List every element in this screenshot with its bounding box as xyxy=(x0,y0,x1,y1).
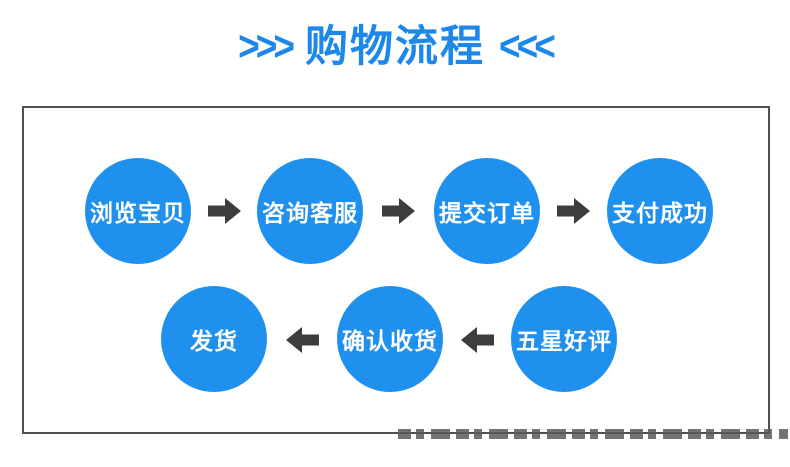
chevrons-left-icon: <<< xyxy=(499,23,556,71)
flow-step-label: 发货 xyxy=(190,328,238,354)
flow-step-five-star-review: 五星好评 xyxy=(511,286,617,392)
title-text: 购物流程 xyxy=(305,23,485,71)
arrow-left-icon xyxy=(461,327,494,353)
flow-step-label: 咨询客服 xyxy=(262,200,358,226)
flow-step-label: 确认收货 xyxy=(342,328,438,354)
flow-step-ship-goods: 发货 xyxy=(161,286,267,392)
chevrons-right-icon: >>> xyxy=(238,23,295,71)
flow-step-confirm-receipt: 确认收货 xyxy=(337,286,443,392)
flow-step-label: 提交订单 xyxy=(439,200,535,226)
flow-step-payment-success: 支付成功 xyxy=(607,158,713,264)
arrow-right-icon xyxy=(208,198,241,224)
flow-step-label: 支付成功 xyxy=(612,200,708,226)
flow-step-label: 五星好评 xyxy=(516,328,612,354)
arrow-left-icon xyxy=(286,327,319,353)
flow-step-consult-service: 咨询客服 xyxy=(257,158,363,264)
page-title: >>> 购物流程 <<< xyxy=(0,23,790,71)
flow-step-label: 浏览宝贝 xyxy=(90,200,186,226)
watermark xyxy=(398,429,788,439)
arrow-right-icon xyxy=(382,198,415,224)
flow-step-submit-order: 提交订单 xyxy=(434,158,540,264)
flow-step-browse-items: 浏览宝贝 xyxy=(85,158,191,264)
flow-diagram-box: 浏览宝贝 咨询客服 提交订单 支付成功 发货 确认收货 xyxy=(22,106,770,434)
arrow-right-icon xyxy=(557,198,590,224)
